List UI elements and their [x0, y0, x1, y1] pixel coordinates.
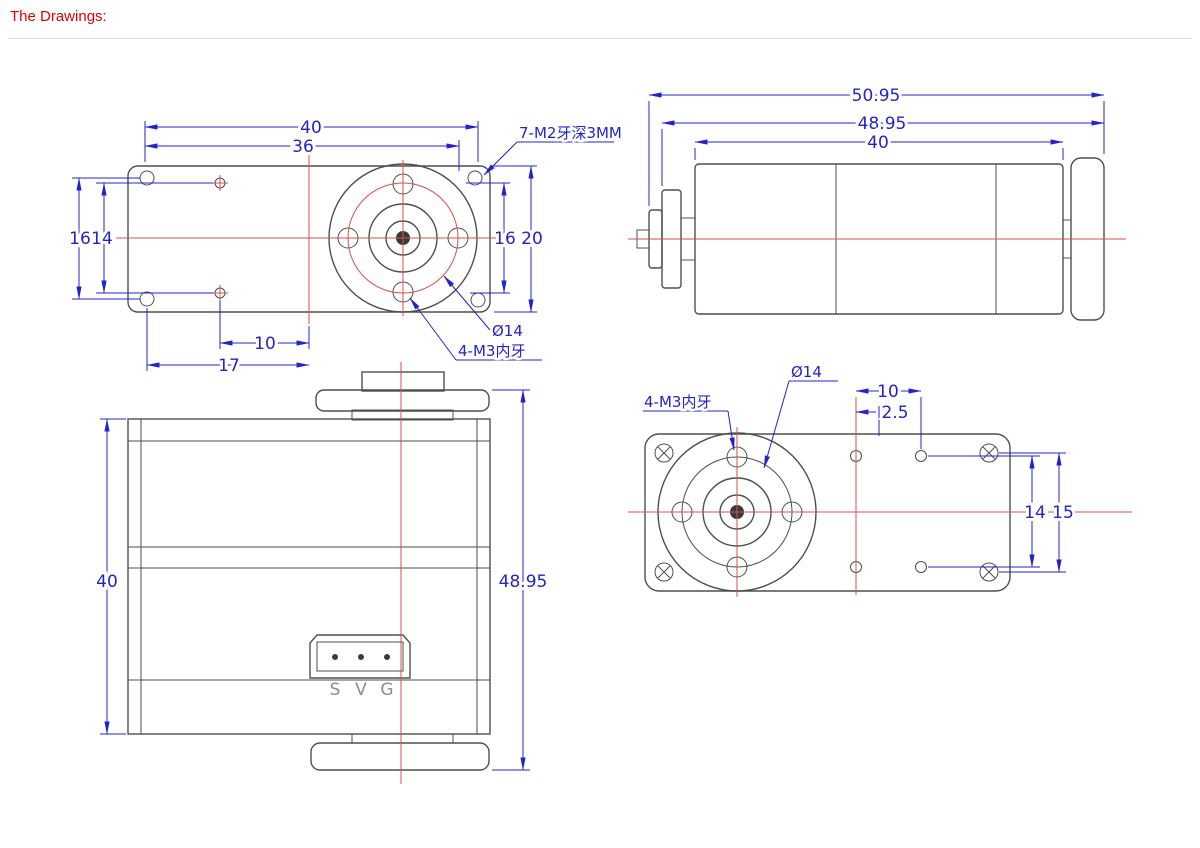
dim-body-length: 40 — [867, 133, 889, 153]
top-view-dimensions: 40 36 16 14 16 20 10 17 — [66, 115, 546, 379]
servo-body-front — [127, 418, 491, 735]
bottom-flange-disk — [310, 742, 490, 771]
corner-screw — [979, 562, 999, 582]
dim-left-outer: 16 — [69, 229, 91, 249]
dim-body-flange-length: 48.95 — [858, 114, 907, 134]
bottom-neck — [351, 733, 454, 744]
note-m2-screws: 7-M2牙深3MM — [519, 124, 622, 142]
connector-pin — [332, 654, 338, 660]
dim-overall-height: 48.95 — [499, 572, 548, 592]
front-view: S V G 40 48.95 — [93, 362, 550, 784]
dim-width-inner: 36 — [292, 137, 314, 157]
dim-left-inner: 14 — [91, 229, 113, 249]
dim-screw-span: 15 — [1052, 503, 1074, 523]
corner-screw — [979, 443, 999, 463]
side-view: 50.95 48.95 40 — [628, 83, 1126, 321]
front-view-outline — [127, 371, 491, 771]
note-m3-thread: 4-M3内牙 — [458, 342, 525, 360]
drawing-area: 40 36 16 14 16 20 10 17 7-M2牙深3MM Ø14 4-… — [0, 39, 1200, 842]
connector: S V G — [309, 634, 411, 700]
top-view: 40 36 16 14 16 20 10 17 7-M2牙深3MM Ø14 4-… — [66, 115, 624, 379]
connector-pin — [358, 654, 364, 660]
dim-overall-length: 50.95 — [852, 86, 901, 106]
page-title: The Drawings: — [10, 8, 107, 25]
top-view-notes: 7-M2牙深3MM Ø14 4-M3内牙 — [409, 122, 624, 363]
corner-screw — [654, 562, 674, 582]
dim-offset: 2.5 — [881, 403, 908, 423]
bottom-view: 10 2.5 14 15 Ø14 4-M3内牙 — [628, 361, 1132, 597]
dim-right-inner: 16 — [494, 229, 516, 249]
bottom-view-dimensions: 10 2.5 14 15 — [855, 379, 1077, 573]
top-hub — [361, 371, 445, 392]
dim-body-height: 40 — [96, 572, 118, 592]
bolt-circle — [347, 182, 459, 294]
side-view-dimensions: 50.95 48.95 40 — [648, 83, 1105, 206]
mount-hole — [915, 450, 927, 462]
top-view-centerlines — [116, 154, 506, 324]
front-view-dimensions: 40 48.95 — [93, 389, 550, 771]
m2-hole — [467, 170, 483, 186]
dim-bottom-outer: 17 — [218, 356, 240, 376]
dim-bottom-inner: 10 — [254, 334, 276, 354]
page-header: The Drawings: — [0, 0, 1200, 25]
bottom-view-centerlines — [628, 397, 1132, 597]
dim-right-outer: 20 — [521, 229, 543, 249]
m2-hole — [139, 291, 155, 307]
pin-label-voltage: V — [355, 680, 367, 700]
top-horn-disk — [315, 389, 490, 412]
divider — [8, 38, 1192, 39]
corner-screw — [654, 443, 674, 463]
note-m3-thread: 4-M3内牙 — [644, 393, 711, 411]
top-neck — [351, 409, 454, 421]
bottom-view-notes: Ø14 4-M3内牙 — [642, 361, 838, 469]
connector-pin — [384, 654, 390, 660]
pin-label-signal: S — [330, 680, 341, 700]
note-boss-diameter: Ø14 — [492, 322, 523, 340]
pin-label-ground: G — [380, 680, 393, 700]
connector-inner — [316, 641, 404, 672]
note-boss-diameter: Ø14 — [791, 363, 822, 381]
dim-width-overall: 40 — [300, 118, 322, 138]
mount-hole — [915, 561, 927, 573]
dim-hole-pitch: 10 — [877, 382, 899, 402]
m2-hole — [470, 292, 486, 308]
dim-hole-span: 14 — [1024, 503, 1046, 523]
technical-drawing: 40 36 16 14 16 20 10 17 7-M2牙深3MM Ø14 4-… — [66, 83, 1132, 784]
